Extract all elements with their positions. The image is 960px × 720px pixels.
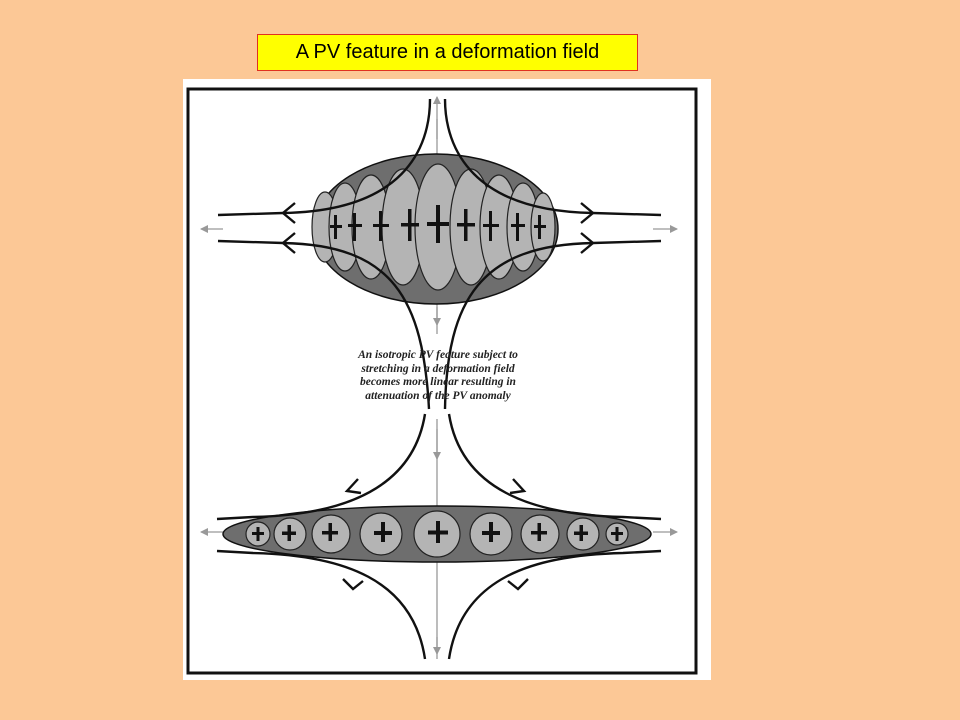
streamlines: [216, 98, 662, 660]
plus-sign-icon: [252, 521, 623, 543]
deformation-diagram: [186, 87, 698, 675]
deformation-figure: An isotropic PV feature subject to stret…: [183, 79, 711, 680]
slide-title: A PV feature in a deformation field: [257, 34, 638, 71]
plus-sign-icon: [330, 205, 546, 243]
arrowhead-icon: [281, 202, 595, 591]
caption-line-2: stretching in a deformation field: [361, 362, 515, 375]
figure-caption: An isotropic PV feature subject to stret…: [303, 349, 573, 403]
caption-line-4: attenuation of the PV anomaly: [365, 389, 511, 402]
caption-line-1: An isotropic PV feature subject to: [358, 349, 518, 361]
linear-pv-feature: [222, 505, 652, 563]
figure-frame: [186, 87, 698, 675]
isotropic-pv-feature: [311, 153, 559, 305]
caption-line-3: becomes more linear resulting in: [360, 376, 516, 388]
